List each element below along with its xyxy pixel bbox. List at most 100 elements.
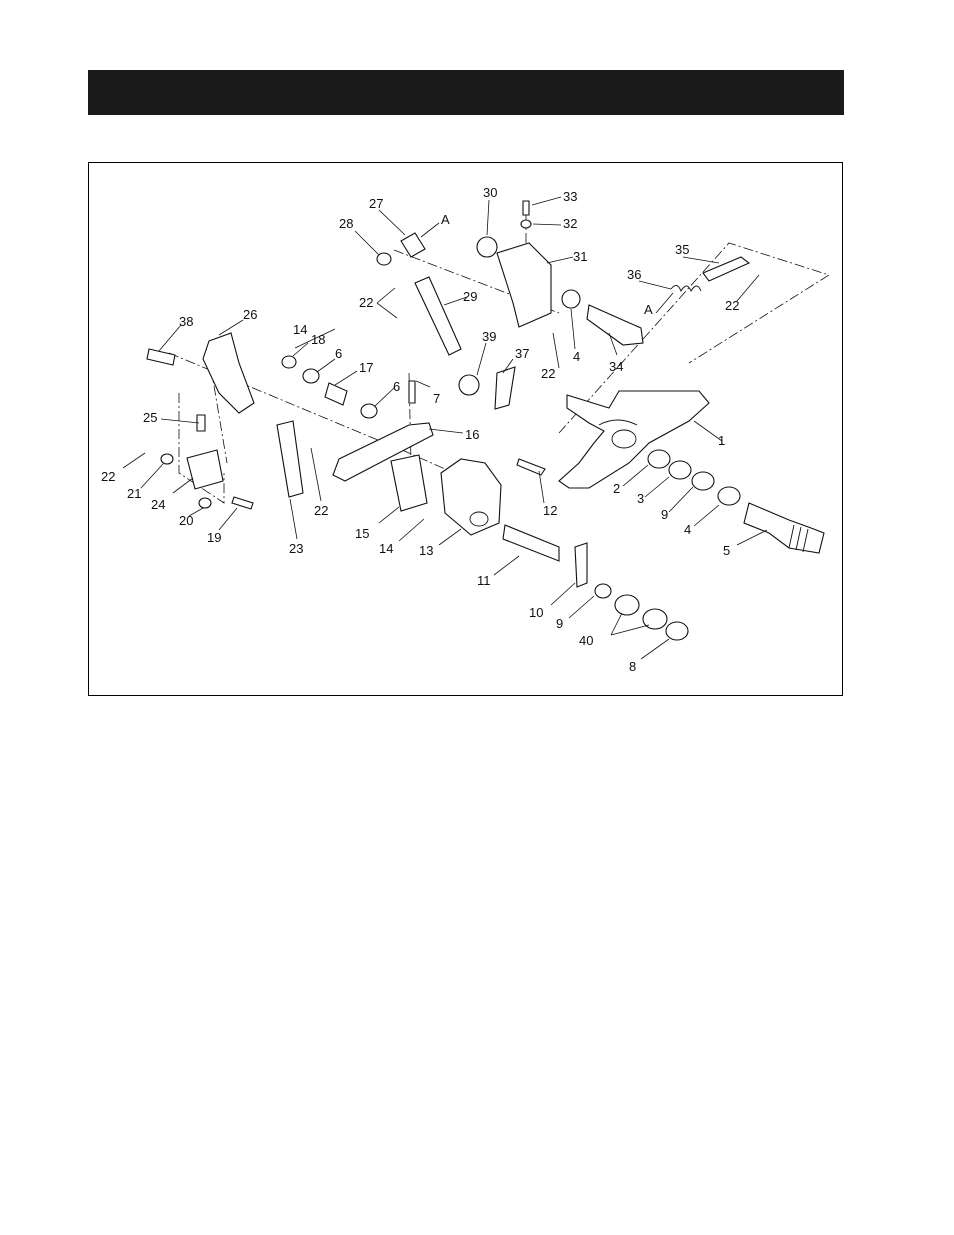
- callout-6a: 6: [335, 346, 342, 361]
- washer-part-18: [282, 356, 296, 368]
- callout-37: 37: [515, 346, 529, 361]
- washer-part-3: [669, 461, 691, 479]
- leader-8: [641, 639, 669, 659]
- leader-21: [141, 464, 163, 488]
- callout-26: 26: [243, 307, 257, 322]
- leader-14b: [399, 519, 424, 541]
- spacer-part-6a: [303, 369, 319, 383]
- leader-22a: [123, 453, 145, 468]
- leader-19: [219, 508, 237, 530]
- callout-4a: 4: [573, 349, 580, 364]
- leader-36: [639, 281, 671, 289]
- spring-part-36: [671, 285, 701, 291]
- leader-28: [355, 231, 379, 255]
- bolt-part-7: [409, 381, 415, 403]
- block-part-31: [497, 243, 551, 327]
- callout-3: 3: [637, 491, 644, 506]
- leader-4a: [571, 309, 575, 349]
- leader-30: [487, 200, 489, 235]
- callout-22e: 22: [725, 298, 739, 313]
- callout-21: 21: [127, 486, 141, 501]
- callout-20: 20: [179, 513, 193, 528]
- callout-31: 31: [573, 249, 587, 264]
- callout-15: 15: [355, 526, 369, 541]
- leader-17: [335, 371, 357, 385]
- callout-6b: 6: [393, 379, 400, 394]
- callout-1: 1: [718, 433, 725, 448]
- spacer-part-6b: [361, 404, 377, 418]
- leader-9a: [669, 487, 693, 512]
- callout-22c: 22: [541, 366, 555, 381]
- link-part-23: [277, 421, 303, 497]
- leader-32: [533, 224, 561, 225]
- callout-23: 23: [289, 541, 303, 556]
- leader-12: [539, 471, 544, 503]
- bolt-part-5: [744, 503, 824, 553]
- callout-40: 40: [579, 633, 593, 648]
- callout-18: 18: [311, 332, 325, 347]
- leader-24: [173, 478, 193, 493]
- callout-8: 8: [629, 659, 636, 674]
- leader-22d: [377, 288, 397, 318]
- lever-part-37: [495, 367, 515, 409]
- washer-part-4a: [562, 290, 580, 308]
- callout-34: 34: [609, 359, 623, 374]
- washer-part-4b: [718, 487, 740, 505]
- callout-7: 7: [433, 391, 440, 406]
- exploded-parts-diagram: 1 2 3 4 4 5 6 6 7 8 9 9 10 11 12 13 14 1…: [88, 162, 843, 696]
- leader-31: [547, 257, 573, 263]
- bolt-part-38: [147, 349, 175, 365]
- leader-7: [416, 381, 430, 387]
- pin-part-19: [232, 497, 253, 509]
- leader-11: [494, 556, 519, 575]
- callout-39: 39: [482, 329, 496, 344]
- cam-block-part-13: [441, 459, 501, 535]
- leader-27: [379, 210, 405, 235]
- callout-24: 24: [151, 497, 165, 512]
- leader-22e: [737, 275, 759, 301]
- rod-part-35: [703, 257, 749, 281]
- arm-part-29: [415, 277, 461, 355]
- callout-14b: 14: [379, 541, 393, 556]
- snap-ring-part-9b: [595, 584, 611, 598]
- bolt-part-33: [523, 201, 529, 215]
- bolt-part-34: [587, 305, 643, 345]
- snap-ring-part-39: [459, 375, 479, 395]
- callout-33: 33: [563, 189, 577, 204]
- bracket-part-26: [203, 333, 254, 413]
- callout-38: 38: [179, 314, 193, 329]
- leader-10: [551, 583, 575, 605]
- leader-33: [532, 197, 561, 205]
- leader-5: [737, 530, 767, 545]
- clevis-part-24: [187, 450, 223, 489]
- washer-part-2: [648, 450, 670, 468]
- leader-22b: [311, 448, 321, 501]
- sleeve-part-17: [325, 383, 347, 405]
- nut-part-32: [521, 220, 531, 228]
- callout-17: 17: [359, 360, 373, 375]
- callout-a2: A: [644, 302, 653, 317]
- leader-35: [683, 257, 719, 263]
- leader-39: [477, 343, 486, 375]
- callout-9a: 9: [661, 507, 668, 522]
- callout-2: 2: [613, 481, 620, 496]
- leader-16: [429, 429, 463, 433]
- leader-9b: [569, 596, 594, 618]
- diagram-canvas: 1 2 3 4 4 5 6 6 7 8 9 9 10 11 12 13 14 1…: [89, 163, 844, 697]
- callout-32: 32: [563, 216, 577, 231]
- callout-22a: 22: [101, 469, 115, 484]
- leader-23: [290, 499, 297, 539]
- callout-27: 27: [369, 196, 383, 211]
- leader-A2: [656, 293, 673, 313]
- leader-6b: [375, 388, 394, 406]
- leader-25: [161, 419, 199, 423]
- leader-13: [439, 529, 461, 545]
- lever-part-15: [391, 455, 427, 511]
- callout-35: 35: [675, 242, 689, 257]
- washer-part-8: [666, 622, 688, 640]
- callout-9b: 9: [556, 616, 563, 631]
- callout-28: 28: [339, 216, 353, 231]
- callout-22b: 22: [314, 503, 328, 518]
- callout-10: 10: [529, 605, 543, 620]
- callout-14a: 14: [293, 322, 307, 337]
